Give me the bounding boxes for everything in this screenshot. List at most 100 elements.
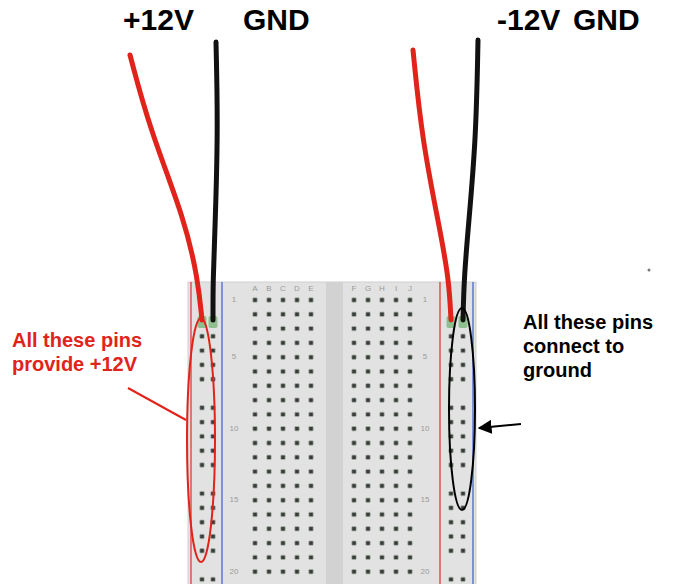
breadboard-hole (394, 427, 398, 431)
breadboard-hole (394, 498, 398, 502)
breadboard-hole (295, 484, 299, 488)
breadboard-hole (366, 541, 370, 545)
breadboard-hole (380, 455, 384, 459)
breadboard-hole (394, 298, 398, 302)
breadboard-hole (408, 341, 412, 345)
breadboard-hole (449, 549, 453, 553)
breadboard-hole (309, 369, 313, 373)
breadboard-hole (380, 427, 384, 431)
breadboard-hole (200, 406, 204, 410)
breadboard-hole (461, 577, 465, 581)
column-letter: I (386, 284, 406, 294)
breadboard-hole (281, 570, 285, 574)
power-wire (213, 42, 217, 320)
breadboard-hole (295, 398, 299, 402)
breadboard-hole (352, 412, 356, 416)
breadboard-hole (295, 369, 299, 373)
breadboard-hole (281, 527, 285, 531)
breadboard-hole (295, 312, 299, 316)
breadboard-hole (408, 298, 412, 302)
breadboard-hole (267, 326, 271, 330)
breadboard-hole (309, 398, 313, 402)
breadboard-hole (394, 455, 398, 459)
breadboard-hole (253, 570, 257, 574)
breadboard-hole (253, 455, 257, 459)
breadboard-hole (200, 549, 204, 553)
breadboard-hole (281, 398, 285, 402)
breadboard-hole (295, 298, 299, 302)
breadboard-hole (352, 541, 356, 545)
power-wire (413, 50, 451, 320)
row-number: 5 (224, 352, 244, 362)
row-number: 10 (224, 424, 244, 434)
breadboard-hole (408, 441, 412, 445)
breadboard-hole (352, 512, 356, 516)
breadboard-hole (281, 412, 285, 416)
breadboard-hole (352, 570, 356, 574)
breadboard-hole (461, 420, 465, 424)
breadboard-hole (253, 527, 257, 531)
breadboard-hole (461, 334, 465, 338)
row-number: 15 (224, 495, 244, 505)
breadboard-hole (394, 541, 398, 545)
breadboard-hole (380, 555, 384, 559)
breadboard-hole (253, 355, 257, 359)
breadboard-hole (253, 498, 257, 502)
row-number: 5 (415, 352, 435, 362)
breadboard-hole (394, 527, 398, 531)
breadboard-hole (281, 312, 285, 316)
breadboard-hole (295, 412, 299, 416)
breadboard-hole (200, 463, 204, 467)
breadboard-hole (281, 441, 285, 445)
breadboard-hole (394, 570, 398, 574)
breadboard-hole (267, 484, 271, 488)
row-number: 20 (224, 567, 244, 577)
voltage-label: +12V (123, 2, 194, 38)
breadboard-hole (295, 326, 299, 330)
breadboard-hole (309, 326, 313, 330)
breadboard-hole (267, 341, 271, 345)
breadboard-hole (366, 555, 370, 559)
column-letter: E (301, 284, 321, 294)
breadboard-hole (267, 527, 271, 531)
breadboard-hole (352, 326, 356, 330)
breadboard-hole (380, 512, 384, 516)
column-letter: F (344, 284, 364, 294)
breadboard-hole (352, 469, 356, 473)
breadboard-hole (352, 355, 356, 359)
power-wires (130, 40, 478, 320)
breadboard-hole (380, 384, 384, 388)
breadboard-hole (352, 498, 356, 502)
breadboard-hole (267, 355, 271, 359)
callout-text: All these pins connect to ground (523, 310, 673, 382)
breadboard-hole (267, 398, 271, 402)
callout-text: All these pins provide +12V (12, 328, 162, 376)
leader-line (128, 388, 186, 420)
column-letter: A (245, 284, 265, 294)
breadboard-hole (366, 412, 370, 416)
breadboard-hole (267, 570, 271, 574)
power-wire (130, 55, 202, 320)
breadboard-hole (295, 455, 299, 459)
row-number: 20 (415, 567, 435, 577)
breadboard-hole (380, 341, 384, 345)
breadboard-hole (253, 326, 257, 330)
breadboard-hole (394, 484, 398, 488)
breadboard-hole (366, 369, 370, 373)
breadboard-hole (281, 469, 285, 473)
breadboard-hole (253, 369, 257, 373)
breadboard-hole (394, 441, 398, 445)
breadboard-hole (394, 355, 398, 359)
breadboard-hole (380, 369, 384, 373)
breadboard-hole (267, 312, 271, 316)
breadboard-hole (200, 449, 204, 453)
breadboard-hole (281, 455, 285, 459)
stray-dot (648, 269, 651, 272)
breadboard-hole (394, 326, 398, 330)
breadboard-hole (281, 555, 285, 559)
breadboard-hole (267, 541, 271, 545)
breadboard-hole (366, 570, 370, 574)
rail-line (472, 282, 473, 584)
